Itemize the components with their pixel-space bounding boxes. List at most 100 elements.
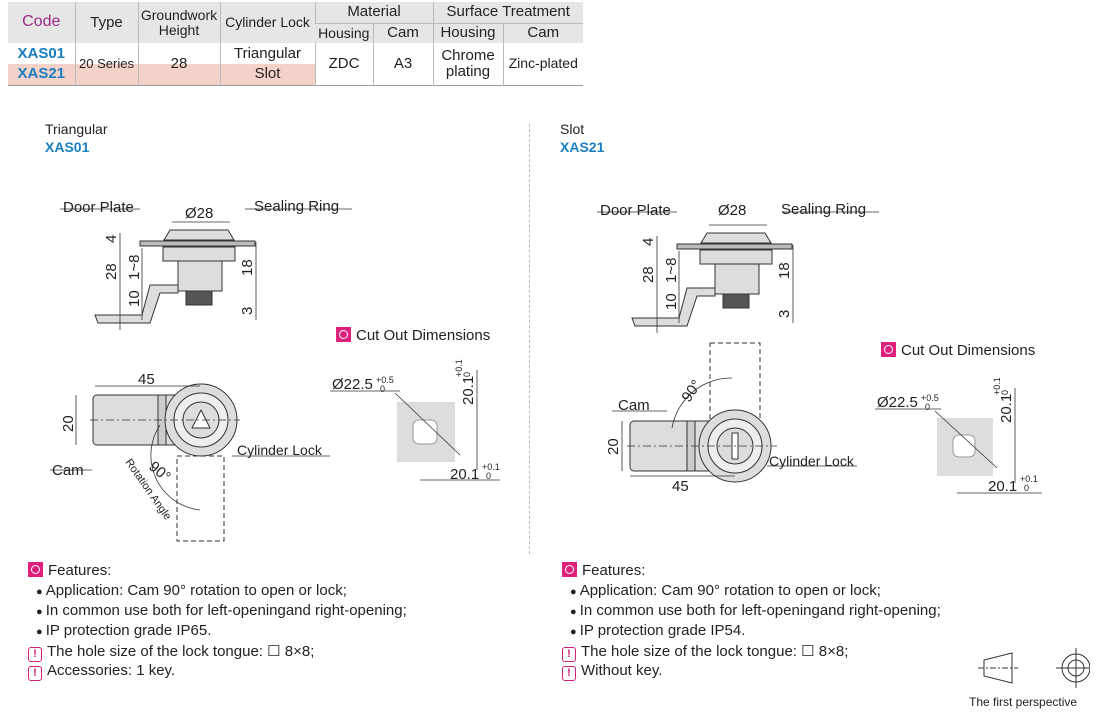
svg-text:+0.1: +0.1 [454, 359, 464, 377]
svg-text:0: 0 [925, 402, 930, 412]
cylinder-lock-cell: Slot [219, 64, 315, 85]
note-item: The hole size of the lock tongue: ☐ 8×8; [47, 643, 315, 660]
triangular-keyhole [191, 408, 211, 429]
door-plate-label: Door Plate [63, 199, 134, 216]
svg-text:0: 0 [380, 384, 385, 394]
note-item: Accessories: 1 key. [47, 662, 176, 679]
side-vertical: 20.1 [460, 376, 477, 405]
svg-text:18: 18 [776, 262, 793, 279]
warning-icon: ! [28, 666, 42, 681]
table-row: XAS01 20 Series 28 Triangular ZDC A3 Chr… [8, 43, 583, 85]
dim-45: 45 [138, 371, 155, 388]
svg-text:+0.1: +0.1 [482, 462, 500, 472]
warning-icon: ! [28, 647, 42, 662]
features-list: Features: Application: Cam 90° rotation … [562, 562, 941, 682]
diameter-label: Ø28 [185, 205, 213, 222]
xas21-technical-drawing: Door Plate Ø28 Sealing Ring 4 28 1~8 10 … [597, 201, 1042, 495]
product-code: XAS01 [45, 139, 90, 155]
features-list: Features: Application: Cam 90° rotation … [28, 562, 407, 682]
svg-text:+0.1: +0.1 [992, 377, 1002, 395]
header-type: Type [74, 2, 138, 43]
note-item: The hole size of the lock tongue: ☐ 8×8; [581, 643, 849, 660]
sealing-ring-label: Sealing Ring [781, 201, 866, 218]
dim-1-8: 1~8 [126, 255, 143, 280]
header-surface-treatment: Surface Treatment [432, 2, 583, 23]
section-marker-icon [28, 562, 43, 577]
cylinder-lock-label: Cylinder Lock [769, 453, 855, 469]
svg-text:20.1: 20.1 [988, 478, 1017, 495]
header-material-housing: Housing [315, 22, 373, 43]
dim-3: 3 [239, 307, 256, 315]
list-item: IP protection grade IP54. [562, 622, 941, 642]
xas01-technical-drawing: Door Plate Ø28 Sealing Ring 4 28 1~8 10 … [50, 198, 500, 542]
dim-18: 18 [239, 259, 256, 276]
type-cell: 20 Series [74, 43, 138, 85]
side-horizontal: 20.1 [450, 466, 479, 483]
header-material-cam: Cam [372, 22, 433, 43]
svg-text:0: 0 [1000, 390, 1010, 395]
cylinder-lock-cell: Triangular [219, 43, 315, 64]
list-item: IP protection grade IP65. [28, 622, 407, 642]
cam-surface-cell: Zinc-plated [502, 43, 583, 85]
door-plate-label: Door Plate [600, 202, 671, 219]
first-angle-projection-icon [978, 648, 1090, 688]
list-item: Application: Cam 90° rotation to open or… [28, 582, 407, 602]
dim-4: 4 [103, 235, 120, 243]
header-surface-housing: Housing [432, 22, 503, 43]
cam-label: Cam [52, 462, 84, 479]
warning-icon: ! [562, 666, 576, 681]
svg-text:+0.5: +0.5 [376, 375, 394, 385]
panel-divider [529, 124, 530, 554]
lock-head [163, 229, 235, 241]
table-row: XAS21 Slot [8, 64, 583, 85]
dim-10: 10 [126, 290, 143, 307]
cylinder-lock-label: Cylinder Lock [237, 442, 323, 458]
dim-20: 20 [605, 438, 622, 455]
note-item: Without key. [581, 662, 663, 679]
cutout-title: Cut Out Dimensions [336, 327, 490, 344]
hole-diameter: Ø22.5 [877, 394, 918, 411]
cam-side [94, 284, 179, 324]
housing-surface-cell: Chrome plating [432, 43, 503, 85]
svg-text:0: 0 [486, 471, 491, 481]
section-marker-icon [881, 342, 896, 357]
dim-28: 28 [103, 263, 120, 280]
list-item: Application: Cam 90° rotation to open or… [562, 582, 941, 602]
cam-material-cell: A3 [372, 43, 433, 85]
warning-icon: ! [562, 647, 576, 662]
dim-20: 20 [60, 415, 77, 432]
svg-text:0: 0 [1024, 483, 1029, 493]
cam-label: Cam [618, 397, 650, 414]
lock-stem [185, 290, 213, 306]
svg-text:4: 4 [640, 238, 657, 246]
svg-text:10: 10 [663, 293, 680, 310]
list-item: In common use both for left-openingand r… [562, 602, 941, 622]
cutout-title: Cut Out Dimensions [881, 342, 1035, 359]
svg-text:+0.1: +0.1 [1020, 474, 1038, 484]
sealing-ring-label: Sealing Ring [254, 198, 339, 215]
svg-text:1~8: 1~8 [663, 258, 680, 283]
diameter-label: Ø28 [718, 202, 746, 219]
lock-body [177, 260, 223, 292]
housing-material-cell: ZDC [314, 43, 373, 85]
svg-text:3: 3 [776, 310, 793, 318]
svg-text:+0.5: +0.5 [921, 393, 939, 403]
code-xas21: XAS21 [8, 64, 75, 85]
svg-text:20.1: 20.1 [998, 394, 1015, 423]
section-marker-icon [562, 562, 577, 577]
header-groundwork-height: Groundwork Height [137, 2, 220, 43]
code-xas01: XAS01 [17, 44, 66, 62]
header-surface-cam: Cam [502, 22, 583, 43]
angle-label: 90° [678, 377, 705, 405]
list-item: In common use both for left-openingand r… [28, 602, 407, 622]
lock-type-label: Slot [560, 121, 585, 137]
dim-45: 45 [672, 478, 689, 495]
door-plate [139, 240, 256, 247]
header-code: Code [8, 2, 75, 43]
svg-text:28: 28 [640, 266, 657, 283]
svg-text:0: 0 [462, 372, 472, 377]
section-marker-icon [336, 327, 351, 342]
hole-diameter: Ø22.5 [332, 376, 373, 393]
lock-type-label: Triangular [45, 121, 108, 137]
height-cell: 28 [137, 43, 220, 85]
